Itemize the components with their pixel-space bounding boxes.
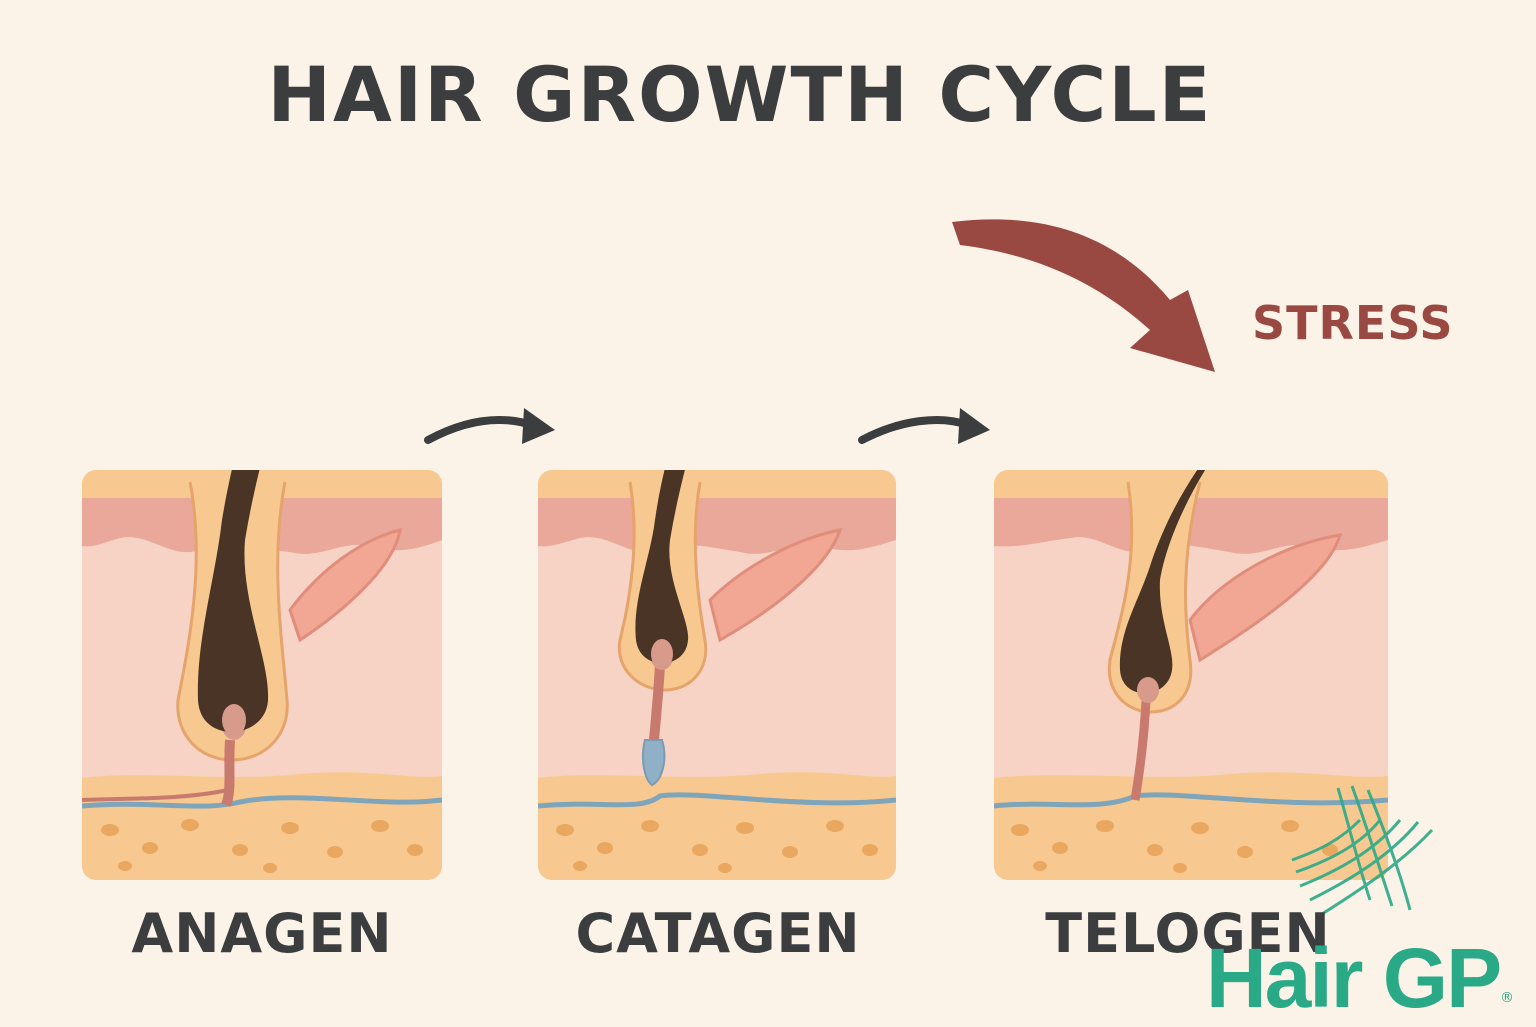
- stage-label-telogen: TELOGEN: [1045, 902, 1331, 965]
- telogen-skin-panel: [994, 470, 1388, 880]
- arrow-anagen-to-catagen-icon: [424, 408, 555, 444]
- stage-label-anagen: ANAGEN: [131, 902, 393, 965]
- stress-label: STRESS: [1252, 296, 1454, 350]
- hair-gp-logo-text: Hair GP: [1206, 931, 1502, 1025]
- diagram-title: HAIR GROWTH CYCLE: [267, 50, 1213, 139]
- catagen-skin-panel: [538, 470, 896, 880]
- hair-gp-logo-mark: [1291, 785, 1434, 916]
- arrow-catagen-to-telogen-icon: [858, 408, 990, 444]
- stress-arrow-icon: [952, 219, 1215, 372]
- registered-mark: ®: [1500, 990, 1514, 1006]
- anagen-skin-panel: [82, 470, 442, 880]
- stage-label-catagen: CATAGEN: [575, 902, 861, 965]
